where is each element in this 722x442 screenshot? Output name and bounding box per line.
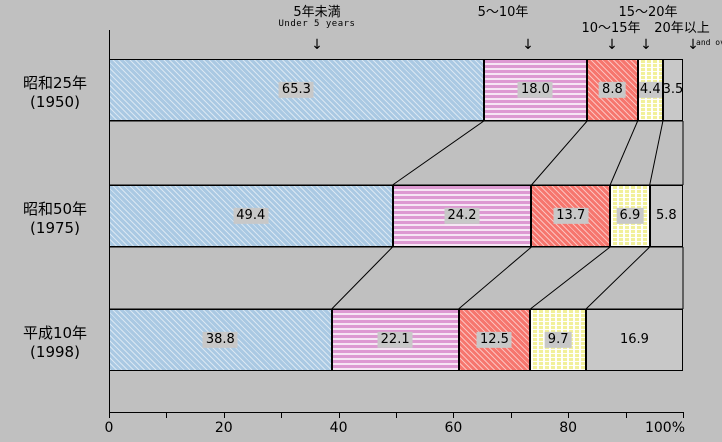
x-axis-tick-label: 40 [329,420,348,436]
annotation-label-jp: 15〜20年 [618,5,678,20]
x-axis-major-tick [568,412,570,418]
annotation-label-jp: 10〜15年 [581,21,641,36]
segment-value-label: 22.1 [377,331,413,349]
bar-segment: 9.7 [530,309,586,371]
annotation-20-years-and-over: 20年以上 [642,22,722,36]
x-axis-minor-tick [625,412,627,418]
annotation-label-en: Under 5 years [278,18,356,29]
annotation-arrow-15-to-20-years: ↓ [640,37,652,53]
x-axis-major-tick [453,412,455,418]
segment-value-label: 6.9 [616,207,644,225]
segment-value-label: 18.0 [517,81,553,99]
x-axis-major-tick [223,412,225,418]
bar-segment: 3.5 [662,59,683,121]
segment-value-label: 49.4 [233,207,269,225]
bar-segment: 22.1 [331,309,459,371]
category-label-1950: 昭和25年 (1950) [5,74,105,112]
bar-segment: 65.3 [109,59,484,121]
annotation-label-en: and over [696,38,722,47]
bar-segment: 38.8 [109,309,332,371]
segment-value-label: 9.7 [544,331,572,349]
bar-segment: 24.2 [392,185,532,247]
bar-segment: 4.4 [637,59,663,121]
segment-value-label: 4.4 [638,81,662,99]
category-label-line2: (1975) [30,218,80,237]
bar-segment: 13.7 [531,185,611,247]
annotation-arrow-10-to-15-years: ↓ [606,37,618,53]
segment-value-label: 24.2 [444,207,480,225]
bar-row-1975: 49.4 24.2 13.7 6.9 5.8 [109,185,683,247]
annotation-under-5-years: 5年未満 Under 5 years [232,6,402,29]
segment-value-label: 13.7 [553,207,589,225]
bar-segment: 49.4 [109,185,393,247]
x-axis-minor-tick [510,412,512,418]
segment-value-label: 65.3 [278,81,314,99]
bar-row-1998: 38.8 22.1 12.5 9.7 16.9 [109,309,683,371]
x-axis-tick-label: 100% [644,420,685,436]
annotation-15-to-20-years: 15〜20年 [603,6,693,20]
category-label-1975: 昭和50年 (1975) [5,200,105,238]
annotation-label-jp: 5〜10年 [477,5,529,20]
category-label-line2: (1950) [30,92,80,111]
category-label-line1: 昭和50年 [22,200,88,218]
annotation-5-to-10-years: 5〜10年 [458,6,548,20]
segment-value-label: 12.5 [476,331,512,349]
annotation-arrow-5-to-10-years: ↓ [522,37,534,53]
annotation-label-jp: 5年未満 [293,5,341,20]
x-axis-tick-label: 20 [214,420,233,436]
category-label-1998: 平成10年 (1998) [5,324,105,362]
x-axis-major-tick [338,412,340,418]
segment-value-label: 3.5 [662,81,683,97]
category-label-line1: 昭和25年 [22,74,88,92]
bar-segment: 16.9 [585,309,683,371]
annotation-arrow-under-5-years: ↓ [311,37,323,53]
category-label-line2: (1998) [30,342,80,361]
x-axis-minor-tick [396,412,397,418]
x-axis-tick-label: 80 [559,420,578,436]
segment-value-label: 5.8 [656,207,677,223]
annotation-10-to-15-years: 10〜15年 [566,22,656,36]
x-axis-minor-tick [281,412,283,418]
segment-value-label: 8.8 [599,81,626,99]
bar-segment: 5.8 [649,185,683,247]
x-axis-major-tick [109,412,110,418]
segment-value-label: 38.8 [202,331,238,349]
x-axis-tick-label: 60 [444,420,463,436]
x-axis-major-tick [683,412,684,418]
bar-segment: 6.9 [610,185,650,247]
annotation-label-jp: 20年以上 [654,21,710,36]
x-axis-tick-label: 0 [104,420,114,436]
annotation-arrow-20-years-and-over: ↓ [687,37,699,53]
bar-segment: 18.0 [483,59,588,121]
bar-segment: 8.8 [587,59,638,121]
segment-value-label: 16.9 [620,331,649,347]
category-label-line1: 平成10年 [22,324,88,342]
x-axis-minor-tick [166,412,168,418]
bar-segment: 12.5 [458,309,531,371]
